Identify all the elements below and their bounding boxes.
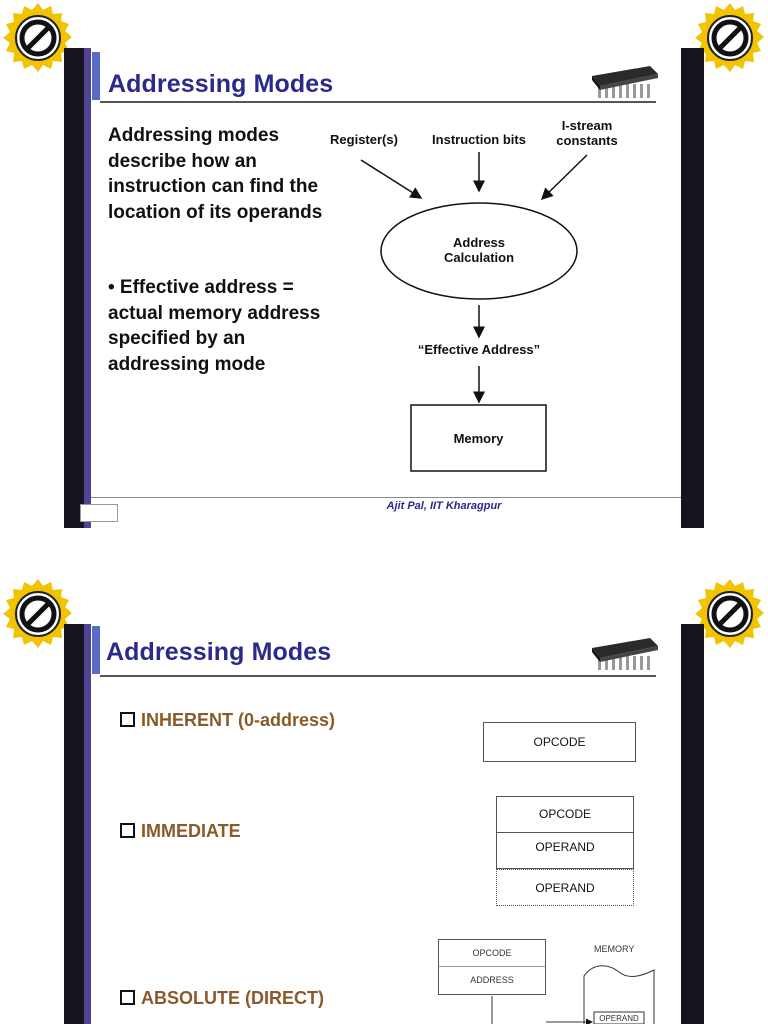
inherent-opcode-box: OPCODE (483, 722, 636, 762)
immediate-operand-box: OPERAND (496, 832, 634, 869)
memory-label: Memory (453, 431, 504, 446)
memory-operand-label: OPERAND (599, 1014, 639, 1023)
title-accent (92, 626, 100, 674)
memory-operand-cell (593, 1011, 645, 1024)
slide-2: Addressing Modes INHERENT (0-address) IM… (64, 624, 704, 1024)
effective-address-definition: • Effective address = actual memory addr… (108, 277, 321, 375)
memory-label: MEMORY (594, 944, 635, 954)
input-istream-constants: I-stream constants (556, 118, 618, 148)
badge-icon (3, 3, 72, 72)
badge-icon (3, 579, 72, 648)
immediate-operand-extension-box: OPERAND (496, 869, 634, 906)
left-bar (64, 624, 91, 1024)
address-calculation-diagram (360, 152, 588, 472)
chip-icon (590, 634, 660, 672)
badge-icon (695, 3, 764, 72)
mode-label: INHERENT (0-address) (141, 710, 336, 730)
mode-inherent: INHERENT (0-address) (120, 710, 335, 731)
chip-icon (590, 62, 660, 100)
effective-address-label: “Effective Address” (417, 342, 541, 357)
right-bar (681, 48, 704, 528)
arrow-register (360, 159, 423, 199)
title-underline (100, 101, 656, 103)
slide-footer: Ajit Pal, IIT Kharagpur (386, 500, 502, 512)
memory-block (583, 965, 655, 1024)
slide-1: Addressing Modes Addressing modes descri… (64, 48, 704, 528)
right-bar (681, 624, 704, 1024)
checkbox-icon (120, 823, 135, 838)
process-label: Address Calculation (443, 235, 515, 265)
memory-box (410, 404, 547, 472)
absolute-address-box: ADDRESS (438, 966, 546, 995)
input-register: Register(s) (330, 132, 398, 147)
slide-title: Addressing Modes (106, 638, 332, 666)
arrow-istream (540, 154, 588, 201)
address-calculation-ellipse (380, 202, 578, 300)
mode-immediate: IMMEDIATE (120, 821, 241, 842)
footer-line (91, 497, 681, 498)
pdf-xchange-badge-mid-right[interactable] (694, 578, 766, 650)
immediate-opcode-box: OPCODE (496, 796, 634, 833)
mode-absolute: ABSOLUTE (DIRECT) (120, 988, 324, 1009)
absolute-addressing-diagram (491, 965, 655, 1024)
slide-nav-box[interactable] (80, 504, 118, 522)
slide-title: Addressing Modes (108, 70, 334, 98)
mode-label: IMMEDIATE (141, 821, 241, 841)
pdf-xchange-badge-mid-left[interactable] (2, 578, 74, 650)
checkbox-icon (120, 990, 135, 1005)
input-instruction-bits: Instruction bits (432, 132, 526, 147)
description-text: Addressing modes describe how an instruc… (108, 125, 323, 223)
mode-label: ABSOLUTE (DIRECT) (141, 988, 324, 1008)
badge-icon (695, 579, 764, 648)
title-underline (100, 675, 656, 677)
pdf-xchange-badge-top-right[interactable] (694, 2, 766, 74)
title-accent (92, 52, 100, 100)
checkbox-icon (120, 712, 135, 727)
left-bar (64, 48, 91, 528)
pdf-xchange-badge-top-left[interactable] (2, 2, 74, 74)
